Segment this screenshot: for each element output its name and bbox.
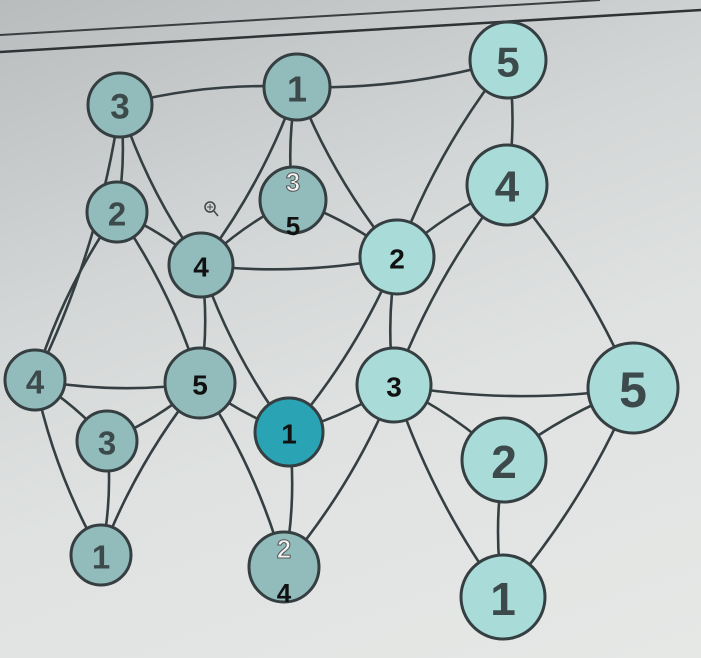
node-circle[interactable] [468, 20, 548, 100]
node-value: 1 [287, 69, 307, 110]
node-value: 3 [110, 88, 129, 127]
node-value: 4 [26, 364, 45, 401]
frame-line [0, 0, 601, 36]
node-C[interactable]: 5 [468, 20, 548, 100]
node-value: 4 [495, 163, 520, 212]
node-circle[interactable] [167, 231, 235, 299]
node-G[interactable]: 2 [358, 218, 436, 296]
node-circle[interactable] [358, 218, 436, 296]
node-O[interactable]: 2 [460, 416, 548, 504]
node-P[interactable]: 1 [69, 523, 133, 587]
node-value: 2 [108, 196, 126, 233]
node-circle[interactable] [3, 348, 67, 412]
cursor-crosshair-icon [204, 201, 219, 217]
node-given-value: 2 [277, 534, 291, 564]
node-F[interactable]: 4 [167, 231, 235, 299]
node-circle[interactable] [86, 71, 154, 139]
node-circle[interactable] [85, 180, 149, 244]
node-value: 5 [619, 362, 647, 418]
node-K[interactable]: 1 [253, 396, 325, 468]
node-Q[interactable]: 24 [247, 530, 321, 608]
node-L[interactable]: 3 [355, 346, 433, 424]
node-value: 2 [389, 244, 405, 275]
node-R[interactable]: 1 [459, 553, 547, 641]
node-B[interactable]: 1 [262, 52, 332, 122]
node-I[interactable]: 4 [3, 348, 67, 412]
node-entered-value: 4 [277, 578, 292, 608]
node-circle[interactable] [247, 530, 321, 604]
window-top-edge [0, 0, 701, 60]
node-value: 3 [386, 372, 402, 403]
window-frame-lines [0, 0, 701, 54]
node-value: 4 [193, 252, 209, 283]
node-circle[interactable] [253, 396, 325, 468]
node-value: 1 [281, 419, 297, 450]
node-J[interactable]: 5 [163, 346, 237, 420]
node-value: 1 [92, 539, 110, 576]
node-circle[interactable] [586, 341, 680, 435]
node-circle[interactable] [69, 523, 133, 587]
node-H[interactable]: 4 [465, 143, 549, 227]
node-circle[interactable] [459, 553, 547, 641]
node-E[interactable]: 35 [258, 165, 328, 241]
node-value: 2 [491, 436, 517, 488]
node-circle[interactable] [75, 409, 139, 473]
node-circle[interactable] [355, 346, 433, 424]
node-N[interactable]: 3 [75, 409, 139, 473]
node-circle[interactable] [262, 52, 332, 122]
node-circle[interactable] [258, 165, 328, 235]
node-given-value: 3 [286, 167, 300, 197]
node-circle[interactable] [465, 143, 549, 227]
node-M[interactable]: 5 [586, 341, 680, 435]
node-value: 5 [496, 39, 519, 86]
node-A[interactable]: 3 [86, 71, 154, 139]
node-value: 1 [490, 573, 516, 625]
node-value: 3 [98, 425, 116, 462]
node-circle[interactable] [460, 416, 548, 504]
node-entered-value: 5 [286, 211, 300, 241]
edge-A-I [33, 104, 122, 381]
node-value: 5 [192, 370, 208, 401]
node-circle[interactable] [163, 346, 237, 420]
node-D[interactable]: 2 [85, 180, 149, 244]
frame-line [0, 8, 701, 54]
edge-layer [33, 58, 635, 598]
